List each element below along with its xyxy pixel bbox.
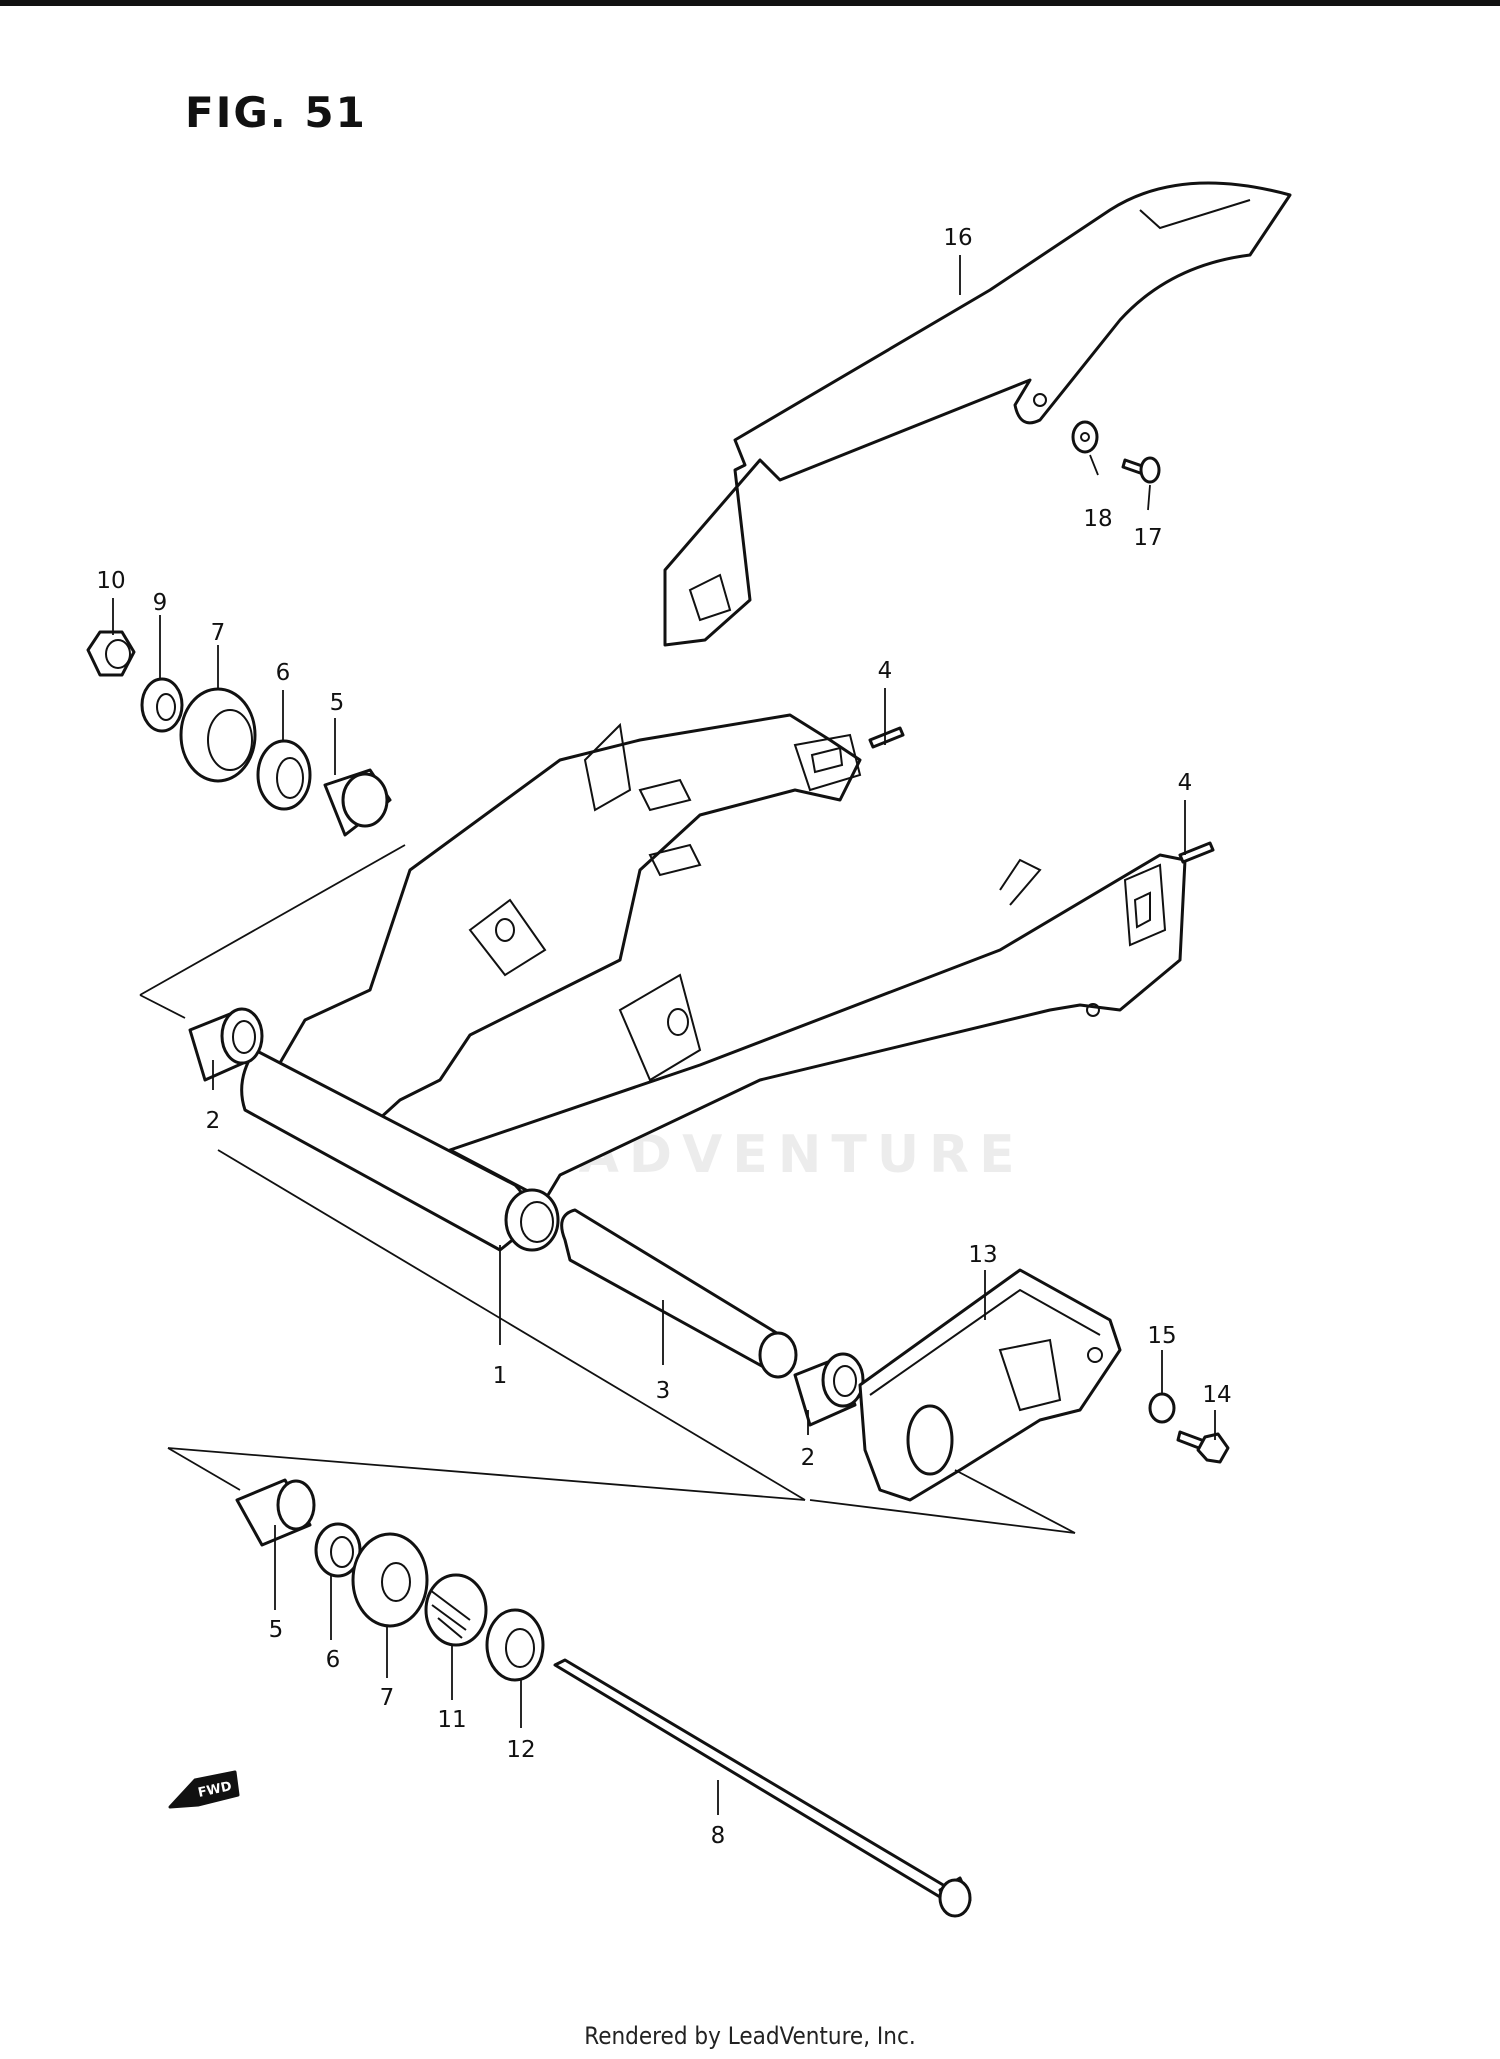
callout-10: 10 xyxy=(96,568,125,594)
callout-4-upper: 4 xyxy=(878,658,893,684)
part-7-bearing-upper xyxy=(179,687,257,783)
part-6-seal-upper xyxy=(256,739,312,811)
part-2-bearing-right xyxy=(793,1352,865,1427)
callout-12: 12 xyxy=(506,1737,535,1763)
part-10-nut xyxy=(86,630,136,677)
part-9-washer xyxy=(140,677,184,733)
part-5-spacer-lower xyxy=(235,1478,316,1547)
callout-7-lower: 7 xyxy=(380,1685,395,1711)
part-3-pivot-tube xyxy=(560,1208,798,1379)
part-15-collar xyxy=(1148,1392,1176,1424)
callout-labels: 16 18 17 10 9 7 6 5 4 4 2 1 3 2 13 15 14… xyxy=(96,225,1231,1849)
footer-credit: Rendered by LeadVenture, Inc. xyxy=(584,2022,916,2050)
fwd-arrow-icon: FWD xyxy=(168,1770,240,1809)
part-13-chain-buffer xyxy=(858,1268,1122,1502)
callout-2-left: 2 xyxy=(206,1108,221,1134)
part-12-lock-nut xyxy=(485,1608,545,1682)
part-14-bolt xyxy=(1176,1430,1230,1464)
callout-8: 8 xyxy=(711,1823,726,1849)
part-7-bearing-lower xyxy=(351,1532,429,1628)
callout-17: 17 xyxy=(1133,525,1162,551)
callout-leaders xyxy=(112,255,1216,1815)
part-8-pivot-shaft xyxy=(553,1658,972,1918)
callout-5-upper: 5 xyxy=(330,690,345,716)
part-4-adjuster-bolt-lower xyxy=(1178,841,1215,864)
callout-9: 9 xyxy=(153,590,168,616)
part-6-seal-lower xyxy=(314,1522,362,1578)
assembly-lines xyxy=(139,844,1076,1534)
callout-3: 3 xyxy=(656,1378,671,1404)
callout-13: 13 xyxy=(968,1242,997,1268)
callout-15: 15 xyxy=(1147,1323,1176,1349)
callout-5-lower: 5 xyxy=(269,1617,284,1643)
callout-11: 11 xyxy=(437,1707,466,1733)
callout-2-right: 2 xyxy=(801,1445,816,1471)
callout-1: 1 xyxy=(493,1363,508,1389)
top-border-rule xyxy=(0,0,1500,6)
callout-7-upper: 7 xyxy=(211,620,226,646)
part-16-chain-case xyxy=(663,181,1292,647)
fwd-arrow-label: FWD xyxy=(197,1779,234,1801)
callout-16: 16 xyxy=(943,225,972,251)
part-17-screw xyxy=(1121,456,1161,484)
part-11-adjuster xyxy=(424,1573,488,1647)
part-2-bearing-left xyxy=(188,1007,264,1082)
callout-6-upper: 6 xyxy=(276,660,291,686)
part-1-swingarm xyxy=(240,713,1187,1252)
part-18-washer xyxy=(1071,420,1099,454)
callout-18: 18 xyxy=(1083,506,1112,532)
callout-6-lower: 6 xyxy=(326,1647,341,1673)
callout-14: 14 xyxy=(1202,1382,1231,1408)
part-5-spacer-upper xyxy=(323,768,392,837)
callout-4-lower: 4 xyxy=(1178,770,1193,796)
part-4-adjuster-bolt-upper xyxy=(868,726,905,749)
figure-title: FIG. 51 xyxy=(185,88,367,137)
